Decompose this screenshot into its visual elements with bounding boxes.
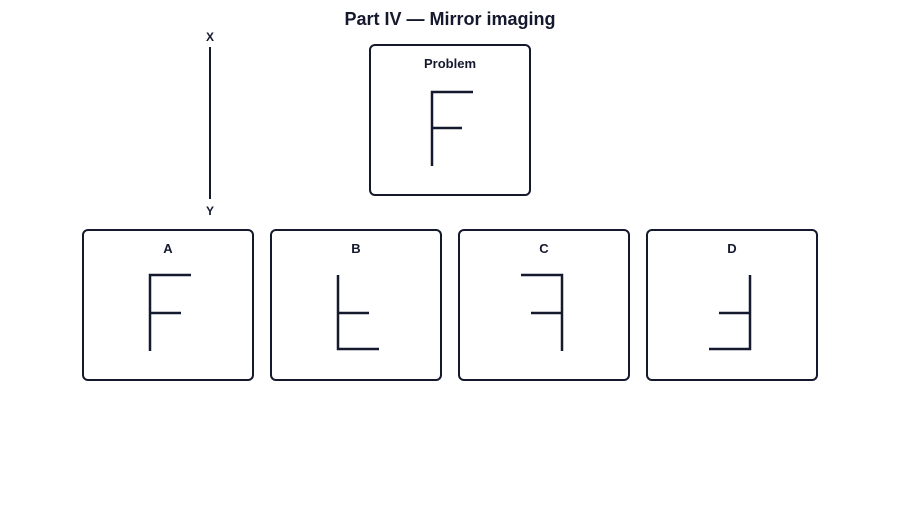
page-title: Part IV — Mirror imaging — [344, 9, 556, 29]
option-label-d: D — [727, 241, 737, 256]
option-label-a: A — [163, 241, 173, 256]
option-card-d[interactable]: D — [646, 229, 818, 381]
option-figure-d — [709, 275, 752, 351]
mirror-line-bottom-label: Y — [205, 204, 214, 218]
mirror-line-top-label: X — [205, 30, 214, 44]
problem-card: Problem — [369, 44, 531, 196]
option-card-c[interactable]: C — [458, 229, 630, 381]
problem-label: Problem — [423, 56, 476, 71]
option-figure-a — [148, 273, 191, 351]
mirror-line — [209, 47, 211, 199]
option-label-c: C — [539, 241, 549, 256]
option-card-a[interactable]: A — [82, 229, 254, 381]
option-label-b: B — [351, 241, 361, 256]
option-card-b[interactable]: B — [270, 229, 442, 381]
option-figure-c — [521, 273, 564, 351]
option-figure-b — [336, 275, 379, 351]
problem-figure — [430, 90, 473, 166]
